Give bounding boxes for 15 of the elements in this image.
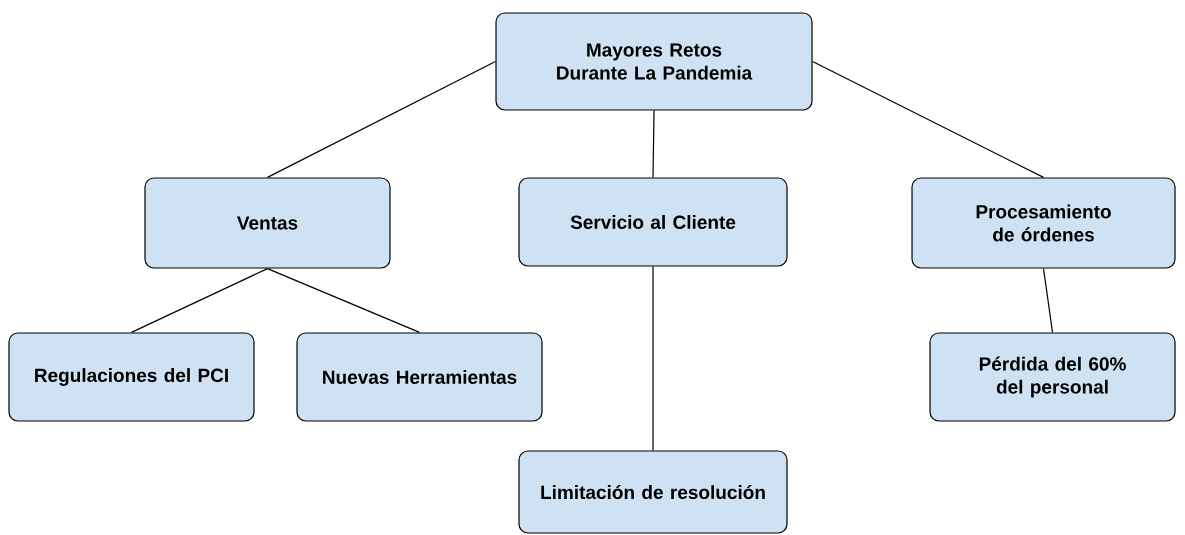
topic-box: Nuevas Herramientas (296, 332, 543, 422)
connector-line (266, 268, 421, 333)
topic-box: Ventas (144, 177, 391, 269)
connector-line (652, 110, 655, 178)
connector-line (1042, 268, 1054, 333)
connector-line (652, 266, 654, 451)
topic-box: Limitación de resolución (518, 450, 788, 534)
topic-box: Pérdida del 60% del personal (929, 332, 1176, 422)
topic-box: Mayores Retos Durante La Pandemia (495, 12, 813, 111)
connector-line (812, 60, 1045, 178)
connector-line (130, 268, 269, 333)
topic-box: Regulaciones del PCI (8, 332, 255, 422)
connector-line (266, 60, 496, 178)
topic-box: Servicio al Cliente (518, 177, 788, 267)
topic-box: Procesamiento de órdenes (911, 177, 1176, 269)
